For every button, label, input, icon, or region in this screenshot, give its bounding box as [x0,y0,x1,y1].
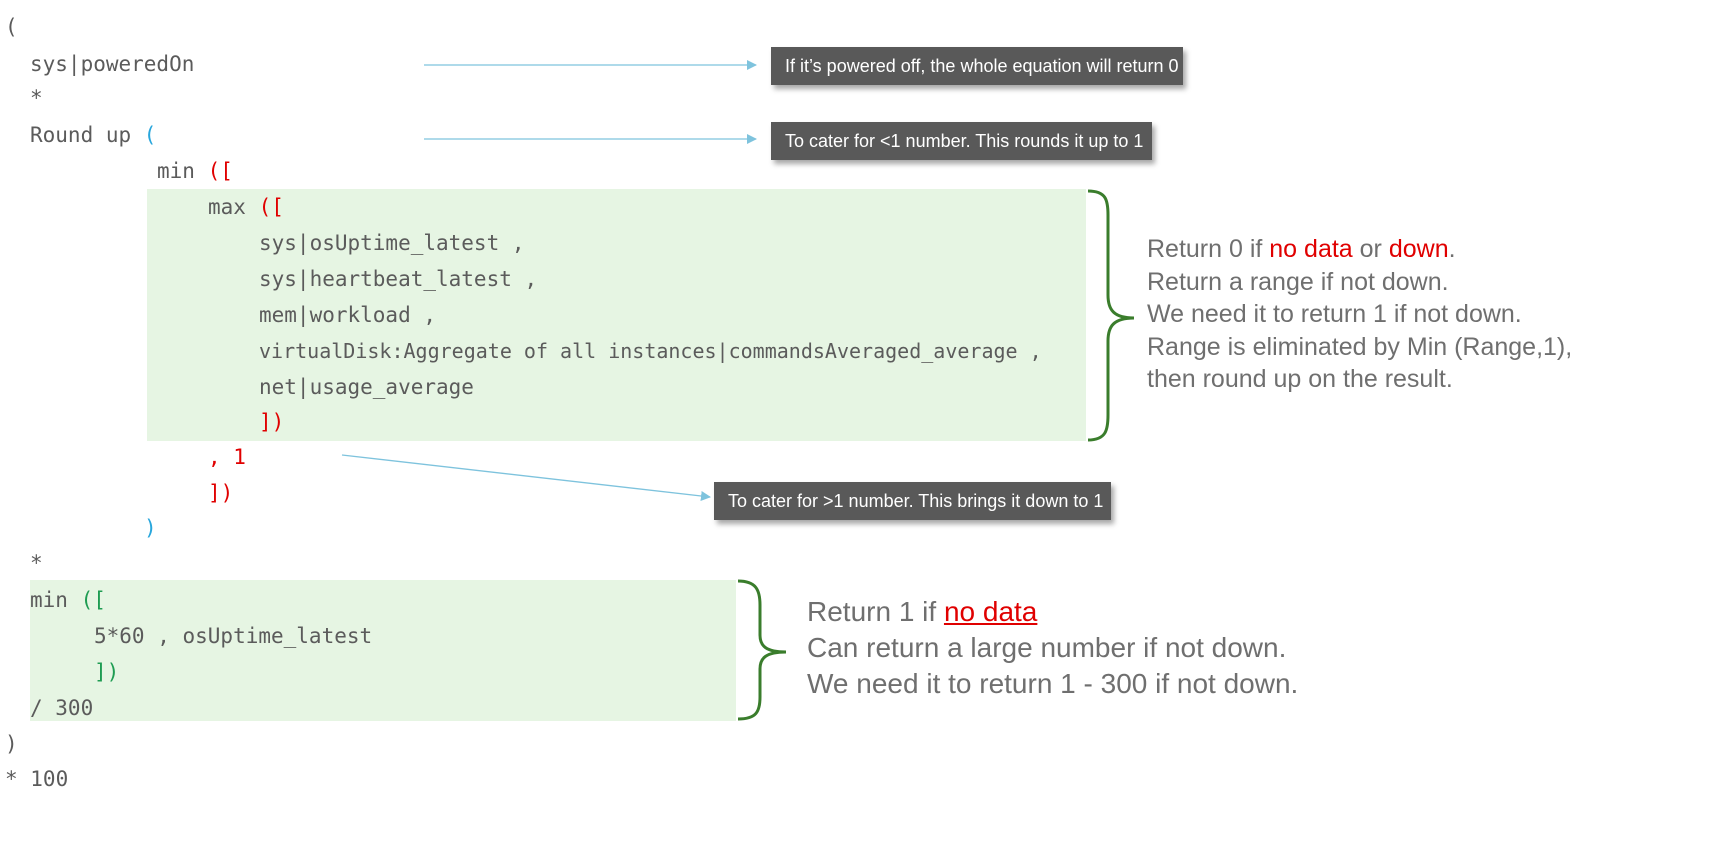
note-top-line-5: then round up on the result. [1147,365,1453,393]
code-powered-on: sys|poweredOn [30,52,195,76]
max-block-highlight [147,189,1086,441]
note-bottom-line-2: Can return a large number if not down. [807,632,1287,663]
code-times-100: * 100 [5,767,69,791]
code-max-close: ]) [259,410,285,434]
callout-bring-down: To cater for >1 number. This brings it d… [714,482,1111,520]
code-metric-1: sys|osUptime_latest , [259,231,525,255]
brace-top [1087,189,1135,442]
code-round-up: Round up ( [30,123,157,147]
callout-powered-off: If it’s powered off, the whole equation … [771,47,1183,85]
code-metric-5: net|usage_average [259,375,474,399]
note-bottom-line-1: Return 1 if no data [807,596,1038,627]
code-divide: / 300 [30,696,94,720]
note-top: Return 0 if no data or down. Return a ra… [1147,233,1572,396]
code-multiply-1: * [30,86,43,110]
note-top-line-1: Return 0 if no data or down. [1147,235,1456,263]
code-max: max ([ [208,195,284,219]
min-block-highlight [30,580,736,721]
code-open-paren: ( [5,15,18,39]
code-metric-2: sys|heartbeat_latest , [259,267,538,291]
code-round-close: ) [144,516,157,540]
code-min2: min ([ [30,588,106,612]
code-close-paren: ) [5,732,18,756]
code-min: min ([ [157,159,233,183]
code-metric-4: virtualDisk:Aggregate of all instances|c… [259,339,1042,363]
code-min-second-arg: , 1 [208,445,246,469]
note-top-line-2: Return a range if not down. [1147,267,1449,296]
code-min-close: ]) [208,481,234,505]
note-top-line-3: We need it to return 1 if not down. [1147,300,1522,328]
note-bottom-line-3: We need it to return 1 - 300 if not down… [807,668,1299,699]
arrow-bring-down [341,454,711,501]
note-bottom: Return 1 if no data Can return a large n… [807,594,1298,702]
code-metric-3: mem|workload , [259,303,437,327]
code-multiply-2: * [30,551,43,575]
callout-round-up: To cater for <1 number. This rounds it u… [771,122,1152,160]
note-top-line-4: Range is eliminated by Min (Range,1), [1147,332,1573,361]
code-min2-args: 5*60 , osUptime_latest [94,624,373,648]
brace-bottom [737,579,787,721]
code-min2-close: ]) [94,660,120,684]
